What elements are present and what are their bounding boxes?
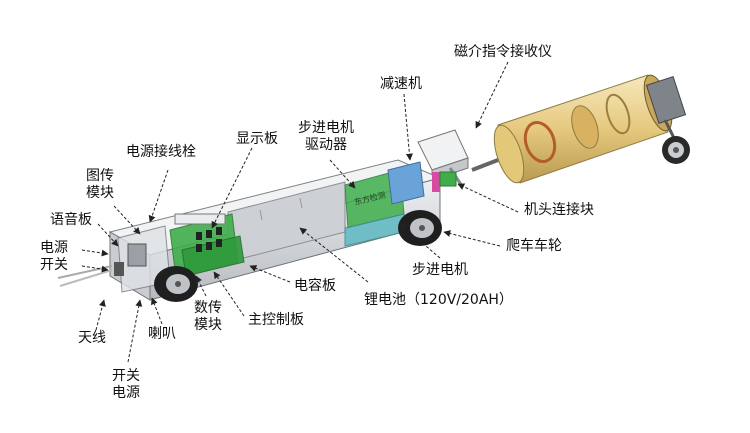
label-image-module: 图传 模块: [86, 168, 114, 202]
label-power-switch-line2: 开关: [40, 257, 68, 273]
label-switch-power-line2: 电源: [112, 385, 140, 401]
rear-wheel: [398, 210, 442, 246]
label-display-board: 显示板: [236, 131, 278, 147]
label-switch-power-line1: 开关: [112, 368, 140, 384]
label-main-control-board: 主控制板: [248, 312, 304, 328]
label-switch-power: 开关 电源: [112, 368, 140, 402]
label-power-switch-line1: 电源: [40, 240, 68, 256]
label-power-switch: 电源 开关: [40, 240, 68, 274]
label-voice-board: 语音板: [50, 212, 92, 228]
label-head-connector: 机头连接块: [524, 202, 594, 218]
label-data-module-line1: 数传: [194, 300, 222, 316]
label-image-module-line2: 模块: [86, 185, 114, 201]
label-horn: 喇叭: [148, 326, 176, 342]
label-crawler-wheel: 爬车车轮: [506, 238, 562, 254]
label-reducer: 减速机: [380, 76, 422, 92]
label-lithium-battery: 锂电池（120V/20AH）: [364, 292, 513, 308]
magnetic-receiver-unit: [471, 74, 690, 184]
label-magnetic-receiver: 磁介指令接收仪: [454, 44, 552, 60]
label-stepper-driver-line1: 步进电机: [298, 120, 354, 136]
front-wheel: [154, 266, 198, 302]
reducer-box: [417, 129, 469, 187]
label-power-terminal: 电源接线栓: [126, 144, 196, 160]
label-stepper-driver-line2: 驱动器: [305, 137, 347, 153]
label-capacitor-board: 电容板: [294, 278, 336, 294]
label-image-module-line1: 图传: [86, 168, 114, 184]
label-stepper-driver: 步进电机 驱动器: [298, 120, 354, 154]
leader-lines: [81, 61, 519, 363]
display-board-chips: [174, 213, 226, 252]
label-stepper-motor: 步进电机: [412, 262, 468, 278]
label-antenna: 天线: [78, 330, 106, 346]
robot-body: 东方检测: [57, 159, 457, 302]
label-data-module-line2: 模块: [194, 317, 222, 333]
label-data-module: 数传 模块: [194, 300, 222, 334]
